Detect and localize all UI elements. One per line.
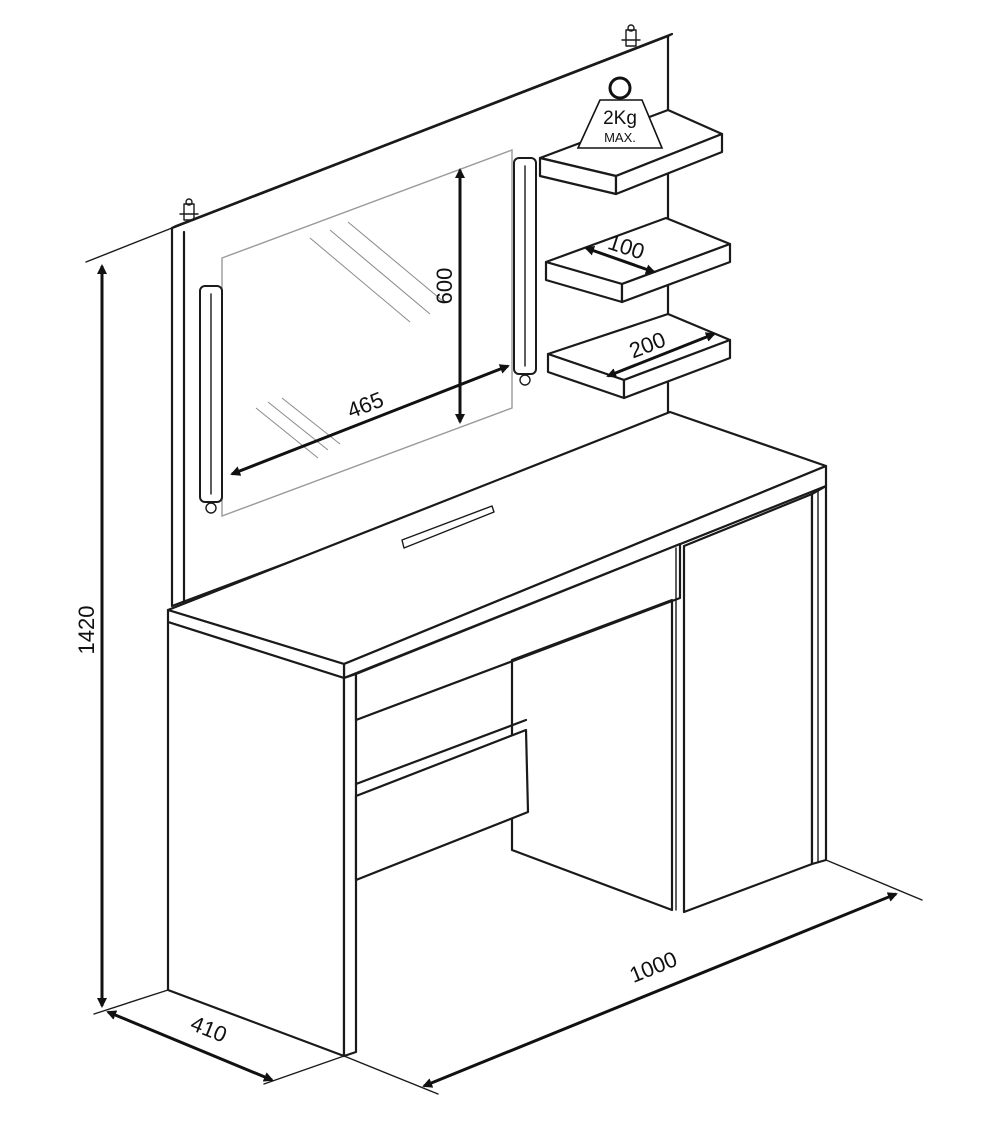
weight-badge: 2Kg MAX. (576, 76, 664, 149)
dimension-label-depth: 410 (187, 1011, 230, 1048)
weight-limit-value: 2Kg (603, 108, 637, 129)
weight-limit-label: MAX. (604, 130, 636, 145)
dimension-label-width: 1000 (626, 946, 681, 988)
light-bar-left (199, 285, 223, 514)
light-bar-right (513, 157, 537, 386)
dimension-label-mirror-height: 600 (432, 268, 457, 305)
weight-icon (608, 76, 632, 100)
dimension-label-total-height: 1420 (74, 606, 99, 655)
desk (166, 410, 828, 1058)
wall-bracket-left-icon (179, 198, 199, 221)
dimension-total-height: 1420 (74, 227, 173, 1015)
wall-bracket-right-icon (621, 24, 641, 47)
